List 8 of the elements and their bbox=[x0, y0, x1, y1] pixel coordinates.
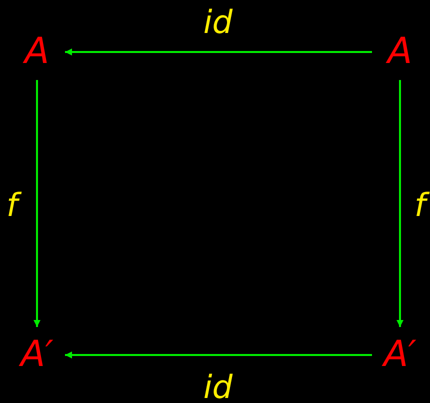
object-label: A′ bbox=[384, 337, 416, 373]
object-label: A′ bbox=[20, 337, 54, 373]
arrow bbox=[65, 352, 372, 358]
object-label: A bbox=[24, 34, 50, 70]
arrow bbox=[396, 80, 404, 327]
object-label: A bbox=[388, 34, 412, 70]
arrow bbox=[34, 80, 40, 327]
arrow bbox=[65, 48, 372, 56]
